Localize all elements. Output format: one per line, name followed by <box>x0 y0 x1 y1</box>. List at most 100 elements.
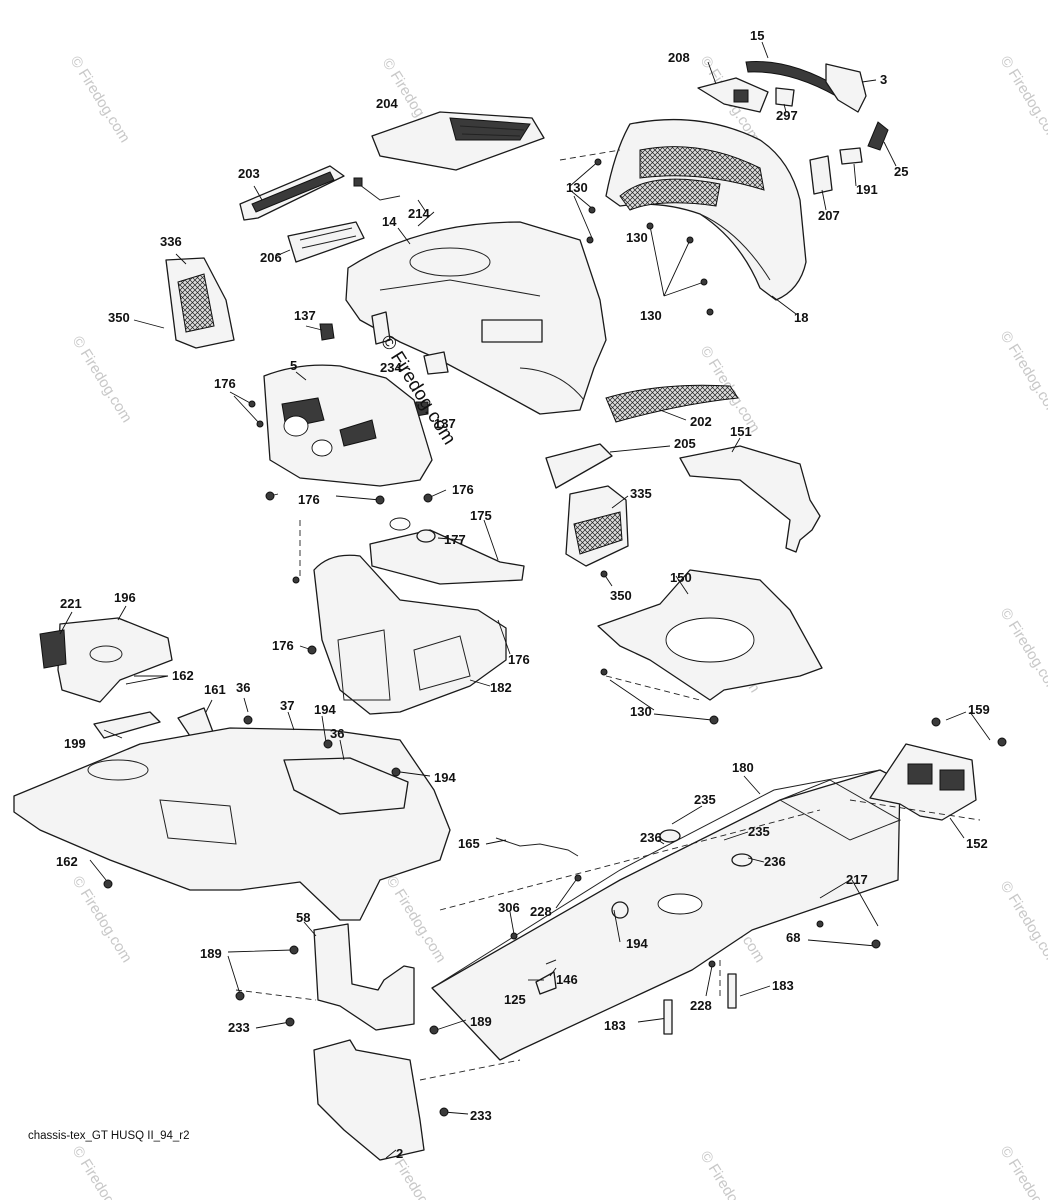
callout-236: 236 <box>640 830 662 845</box>
part-175 <box>369 529 525 585</box>
bolt <box>700 278 708 286</box>
callout-146: 146 <box>556 972 578 987</box>
bolt <box>265 491 275 501</box>
callout-221: 221 <box>60 596 82 611</box>
part-204-lines <box>459 125 525 137</box>
part-14 <box>345 221 607 415</box>
part-221 <box>39 629 67 669</box>
leader <box>771 295 797 315</box>
bolt <box>871 939 881 949</box>
part-125 <box>535 971 557 995</box>
part-191 <box>839 147 863 165</box>
bolt <box>289 945 299 955</box>
watermark: © Firedog.com <box>997 1143 1048 1200</box>
bolt <box>256 420 264 428</box>
callout-189: 189 <box>200 946 222 961</box>
callout-25: 25 <box>894 164 908 179</box>
leader <box>253 185 263 201</box>
callout-15: 15 <box>750 28 764 43</box>
bolt <box>375 495 385 505</box>
bolt <box>586 236 594 244</box>
callout-228: 228 <box>530 904 552 919</box>
callout-335: 335 <box>630 486 652 501</box>
leader <box>243 697 249 713</box>
part-14-edges <box>379 279 585 401</box>
callout-235: 235 <box>748 824 770 839</box>
guide <box>605 675 701 701</box>
callout-207: 207 <box>818 208 840 223</box>
part-297 <box>775 87 795 107</box>
callout-206: 206 <box>260 250 282 265</box>
callout-68: 68 <box>786 930 800 945</box>
part-202 <box>605 384 739 423</box>
bolt <box>103 879 113 889</box>
callout-183: 183 <box>772 978 794 993</box>
leader <box>485 839 507 845</box>
part-18-mesh <box>619 178 721 211</box>
leader <box>609 445 671 453</box>
bolt <box>391 767 401 777</box>
bolt <box>600 668 608 676</box>
bolt <box>323 739 333 749</box>
guide <box>235 989 317 1001</box>
bolt <box>997 737 1007 747</box>
callout-18: 18 <box>794 310 808 325</box>
part-152-slot-b <box>939 769 965 791</box>
leader <box>469 679 491 687</box>
part-214-end <box>353 177 363 187</box>
leader <box>227 949 293 995</box>
leader <box>303 921 317 937</box>
callout-130: 130 <box>566 180 588 195</box>
callout-235: 235 <box>694 792 716 807</box>
bolt <box>429 1025 439 1035</box>
callout-162: 162 <box>172 668 194 683</box>
bolt <box>292 576 300 584</box>
callout-176: 176 <box>452 482 474 497</box>
callout-176: 176 <box>298 492 320 507</box>
part-175-hole <box>389 517 411 531</box>
callout-191: 191 <box>856 182 878 197</box>
leader <box>659 409 687 421</box>
part-182-panel-b <box>413 635 471 691</box>
part-182-panel <box>337 629 391 701</box>
callout-130: 130 <box>640 308 662 323</box>
fasteners <box>103 158 1007 1117</box>
callout-161: 161 <box>204 682 226 697</box>
leader <box>59 611 73 635</box>
leader <box>675 575 689 595</box>
leader <box>133 319 165 329</box>
bolt <box>686 236 694 244</box>
part-196-cap <box>89 645 123 663</box>
watermark: © Firedog.com <box>997 53 1048 146</box>
part-206 <box>287 221 365 263</box>
part-3 <box>825 63 867 113</box>
leader <box>821 189 827 211</box>
callout-176: 176 <box>272 638 294 653</box>
callout-130: 130 <box>626 230 648 245</box>
part-203-slot <box>251 171 335 213</box>
leader <box>609 679 713 721</box>
leader <box>707 61 717 85</box>
leader <box>807 939 877 947</box>
watermark: © Firedog.com <box>997 605 1048 698</box>
watermark: © Firedog.com <box>67 53 134 146</box>
part-152-slot-a <box>907 763 933 785</box>
callout-194: 194 <box>626 936 648 951</box>
part-5-ignition <box>311 439 333 457</box>
callout-205: 205 <box>674 436 696 451</box>
leader <box>657 839 665 845</box>
part-180-cutout <box>778 779 902 841</box>
leader <box>723 831 749 841</box>
bolt-183 <box>663 999 673 1035</box>
callout-297: 297 <box>776 108 798 123</box>
watermark: © Firedog.com <box>997 878 1048 971</box>
callout-180: 180 <box>732 760 754 775</box>
callout-228: 228 <box>690 998 712 1013</box>
callout-350: 350 <box>610 588 632 603</box>
callout-125: 125 <box>504 992 526 1007</box>
leader <box>117 605 127 621</box>
callout-151: 151 <box>730 424 752 439</box>
callout-176: 176 <box>214 376 236 391</box>
callout-214: 214 <box>408 206 430 221</box>
